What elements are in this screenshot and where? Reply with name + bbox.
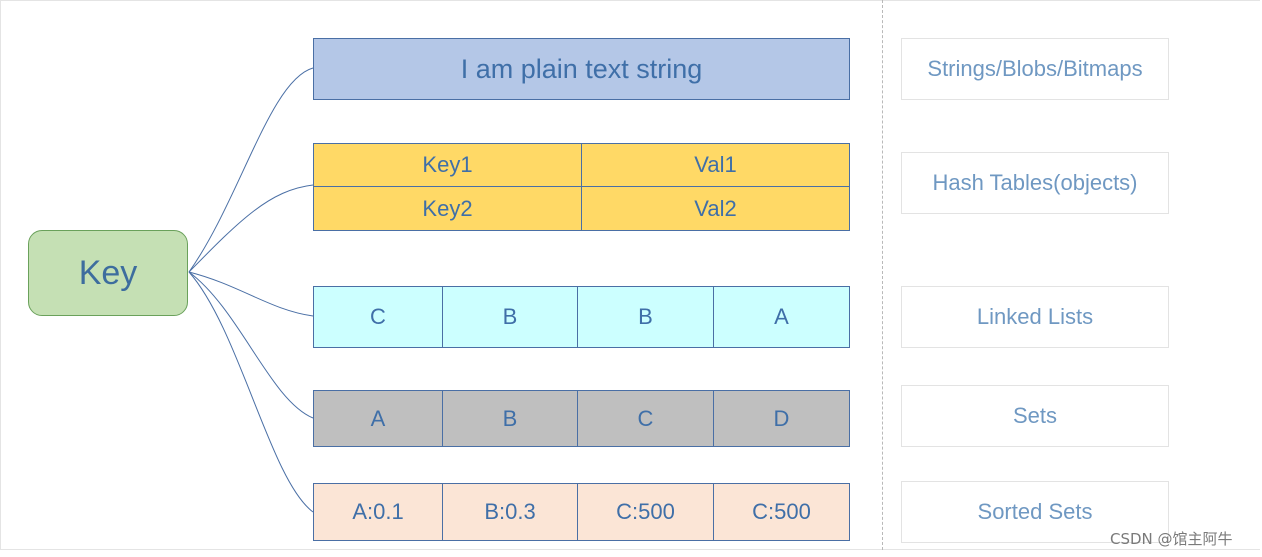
watermark: CSDN @馆主阿牛 <box>1110 530 1233 548</box>
type-label-strings: Strings/Blobs/Bitmaps <box>901 38 1169 100</box>
string-value-box: I am plain text string <box>313 38 850 100</box>
linked-list: C B B A <box>313 286 850 348</box>
set-item: B <box>443 391 578 446</box>
sorted-set-item: C:500 <box>752 499 811 524</box>
connector-string <box>188 67 314 273</box>
sorted-set-item: C:500 <box>578 484 714 540</box>
sorted-set-item: A:0.1 <box>314 484 443 540</box>
sorted-set-item: B:0.3 <box>443 484 578 540</box>
hash-key-cell: Key1 <box>314 144 582 187</box>
set-item: C <box>578 391 714 446</box>
set-item: D <box>773 405 790 431</box>
linked-list-item: B <box>578 287 714 347</box>
hash-value-cell: Val1 <box>582 144 849 187</box>
sorted-set: A:0.1 B:0.3 C:500 C:500 <box>313 483 850 541</box>
linked-list-item: A <box>774 304 789 329</box>
hash-value-cell: Val2 <box>694 195 737 221</box>
hash-key-cell: Key2 <box>314 187 582 230</box>
connector-sorted <box>188 271 314 513</box>
connector-linked <box>188 271 314 317</box>
type-label-linked-lists: Linked Lists <box>901 286 1169 348</box>
key-node: Key <box>28 230 188 316</box>
connector-hash <box>188 184 314 273</box>
linked-list-item: B <box>443 287 578 347</box>
hash-table: Key1 Val1 Key2 Val2 <box>313 143 850 231</box>
set: A B C D <box>313 390 850 447</box>
type-label-sorted-sets: Sorted Sets <box>901 481 1169 543</box>
dashed-divider <box>882 0 883 550</box>
type-label-hash-tables: Hash Tables(objects) <box>901 152 1169 214</box>
type-label-sets: Sets <box>901 385 1169 447</box>
linked-list-item: C <box>314 287 443 347</box>
set-item: A <box>314 391 443 446</box>
connector-set <box>188 271 314 419</box>
